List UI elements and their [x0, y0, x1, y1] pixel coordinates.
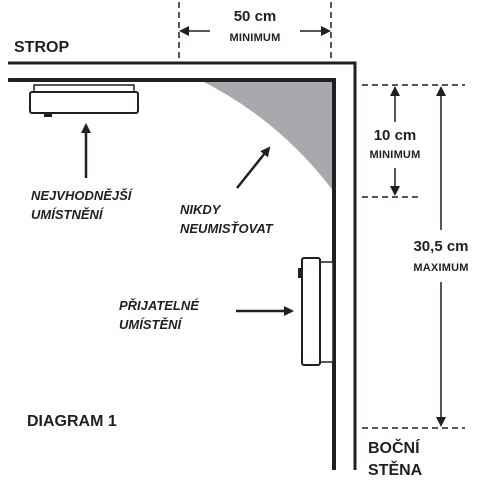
best-location-line-1: NEJVHODNĚJŠÍ [31, 188, 132, 203]
dead-air-zone [200, 80, 334, 192]
acceptable-location-line-1: PŘIJATELNÉ [119, 298, 199, 313]
diagram-title: DIAGRAM 1 [27, 413, 117, 430]
ceiling-detector [29, 84, 139, 117]
acceptable-location-line-2: UMÍSTĚNÍ [119, 317, 182, 332]
never-mount-arrow [236, 146, 271, 189]
side-wall-line-1: BOČNÍ [368, 440, 420, 457]
wall-max-qualifier: MAXIMUM [413, 262, 469, 274]
top-dimension-value: 50 cm [233, 8, 277, 25]
best-location-label: NEJVHODNĚJŠÍ UMÍSTNĚNÍ [31, 186, 131, 224]
ceiling-wall-outer-line [8, 61, 357, 470]
never-mount-line-1: NIKDY [180, 202, 221, 217]
ceiling-wall-inner-line [8, 78, 336, 470]
never-mount-label: NIKDY NEUMISŤOVAT [180, 200, 273, 238]
side-wall-label: BOČNÍ STĚNA [368, 438, 422, 482]
acceptable-location-label: PŘIJATELNÉ UMÍSTĚNÍ [119, 296, 199, 334]
best-location-line-2: UMÍSTNĚNÍ [31, 207, 103, 222]
never-mount-line-2: NEUMISŤOVAT [180, 221, 273, 236]
side-wall-line-2: STĚNA [368, 462, 423, 479]
wall-min-value: 10 cm [373, 127, 417, 144]
wall-min-qualifier: MINIMUM [369, 149, 421, 161]
wall-detector [298, 257, 334, 366]
ceiling-label: STROP [14, 39, 70, 56]
wall-max-value: 30,5 cm [413, 238, 469, 255]
top-dimension-qualifier: MINIMUM [229, 32, 281, 44]
